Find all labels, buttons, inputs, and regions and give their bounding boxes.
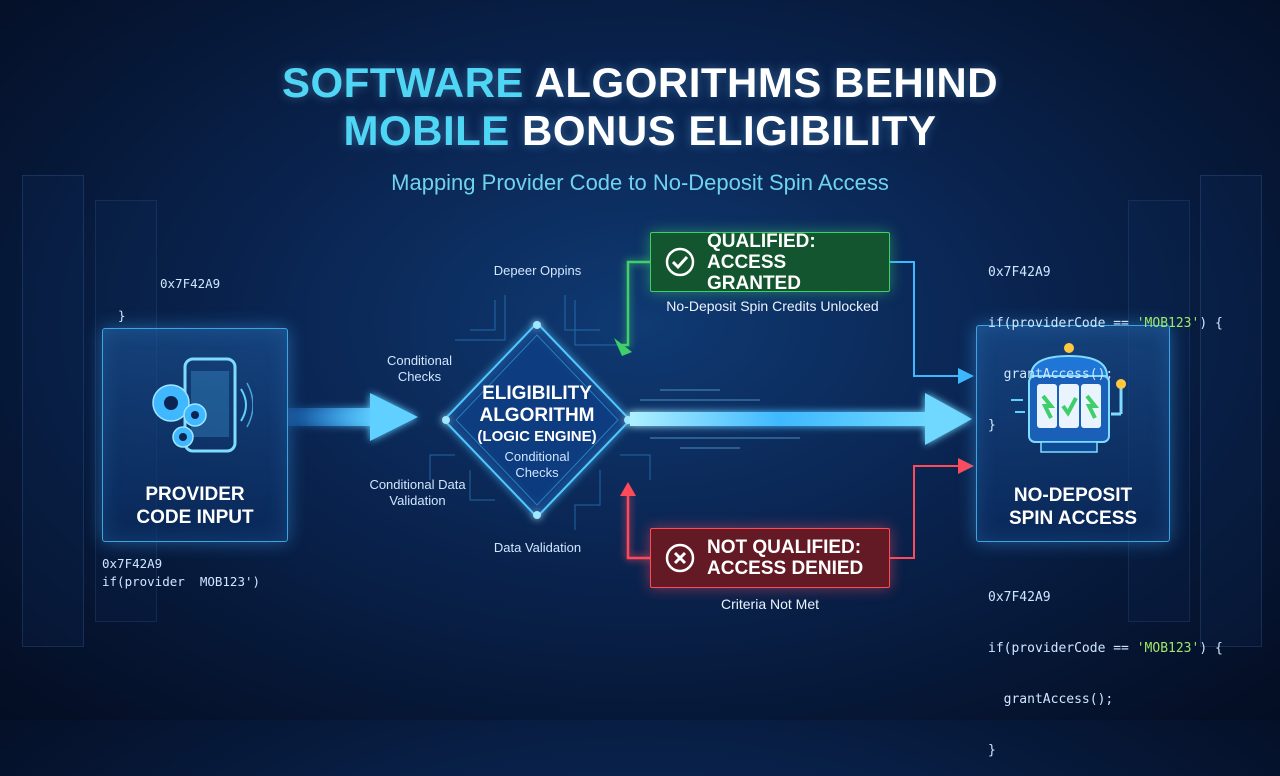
no-deposit-spin-access-panel: NO-DEPOSIT SPIN ACCESS <box>976 325 1170 542</box>
right-code-top-brace: } <box>988 418 996 433</box>
right-code-bottom-brace: } <box>988 743 996 758</box>
qualified-line-1: QUALIFIED: <box>707 230 816 252</box>
input-arrow <box>288 393 418 441</box>
denied-to-output <box>890 465 960 559</box>
output-label-line-2: SPIN ACCESS <box>1008 508 1138 529</box>
granted-to-output <box>890 261 960 377</box>
left-code-bottom-line: if(provider MOB123') <box>102 574 261 589</box>
title-line-1: SOFTWARE ALGORITHMS BEHIND <box>0 58 1280 108</box>
granted-output-arrowhead <box>958 368 974 384</box>
engine-title: ELIGIBILITY ALGORITHM (LOGIC ENGINE) Con… <box>447 383 627 481</box>
right-code-bottom-call: grantAccess(); <box>988 692 1114 707</box>
title-line-2: MOBILE BONUS ELIGIBILITY <box>0 106 1280 156</box>
engine-inner-checks: Conditional Checks <box>504 449 570 480</box>
logic-engine-diamond <box>442 321 632 519</box>
engine-title-line-1: ELIGIBILITY <box>482 383 592 404</box>
right-code-top-hex: 0x7F42A9 <box>988 265 1051 280</box>
input-label-line-2: CODE INPUT <box>136 507 254 528</box>
circuit-lines <box>429 295 651 530</box>
slot-machine-icon <box>1011 343 1126 453</box>
denied-path <box>626 492 652 560</box>
qualified-text: QUALIFIED: ACCESS GRANTED <box>707 231 875 294</box>
right-code-top-condition: if(providerCode == 'MOB123') { <box>988 316 1223 331</box>
right-code-bottom-condition: if(providerCode == 'MOB123') { <box>988 641 1223 656</box>
qualified-caption: No-Deposit Spin Credits Unlocked <box>666 298 879 314</box>
qualified-line-2: ACCESS GRANTED <box>707 251 801 294</box>
check-circle-icon <box>665 247 695 277</box>
server-rack-left <box>22 175 84 647</box>
input-panel-label: PROVIDER CODE INPUT <box>103 483 287 529</box>
phone-gears-icon <box>152 357 253 453</box>
output-arrow <box>630 393 972 445</box>
input-label-line-1: PROVIDER <box>145 484 245 505</box>
engine-title-line-3: (LOGIC ENGINE) <box>477 428 597 445</box>
title-accent-1: SOFTWARE <box>281 59 524 106</box>
server-rack-right <box>1200 175 1262 647</box>
output-panel-label: NO-DEPOSIT SPIN ACCESS <box>977 484 1169 530</box>
right-code-bottom: 0x7F42A9 if(providerCode == 'MOB123') { … <box>988 555 1223 776</box>
beam-streaks <box>640 389 800 449</box>
title-accent-2: MOBILE <box>343 107 510 154</box>
not-qualified-text: NOT QUALIFIED: ACCESS DENIED <box>707 537 863 579</box>
granted-arrowhead <box>614 338 632 356</box>
flow-diagram <box>288 260 974 560</box>
engine-bottom-validation: Data Validation <box>493 540 582 555</box>
title-rest-1: ALGORITHMS BEHIND <box>534 59 999 106</box>
output-label-line-1: NO-DEPOSIT <box>1013 485 1133 506</box>
denied-output-arrowhead <box>958 458 974 474</box>
subtitle: Mapping Provider Code to No-Deposit Spin… <box>391 170 889 195</box>
right-code-bottom-hex: 0x7F42A9 <box>988 590 1051 605</box>
left-code-top-brace: } <box>118 308 126 323</box>
engine-top-label: Depeer Oppins <box>493 263 582 278</box>
right-code-top-call: grantAccess(); <box>988 367 1114 382</box>
provider-code-input-panel: PROVIDER CODE INPUT <box>102 328 288 542</box>
granted-path <box>622 260 652 347</box>
x-circle-icon <box>665 543 695 573</box>
not-qualified-caption: Criteria Not Met <box>720 596 820 612</box>
engine-left-validation: Conditional Data Validation <box>369 477 466 508</box>
engine-title-line-2: ALGORITHM <box>479 405 595 426</box>
qualified-box: QUALIFIED: ACCESS GRANTED <box>650 231 890 294</box>
left-code-bottom-hex: 0x7F42A9 <box>102 556 163 571</box>
denied-arrowhead <box>620 482 636 496</box>
right-code-top: 0x7F42A9 if(providerCode == 'MOB123') { … <box>988 230 1223 451</box>
not-qualified-line-1: NOT QUALIFIED: <box>707 537 862 558</box>
engine-left-checks: Conditional Checks <box>386 353 453 384</box>
not-qualified-box: NOT QUALIFIED: ACCESS DENIED <box>650 528 890 588</box>
left-code-top-hex: 0x7F42A9 <box>160 276 221 291</box>
not-qualified-line-2: ACCESS DENIED <box>707 558 864 579</box>
title-rest-2: BONUS ELIGIBILITY <box>521 107 937 154</box>
